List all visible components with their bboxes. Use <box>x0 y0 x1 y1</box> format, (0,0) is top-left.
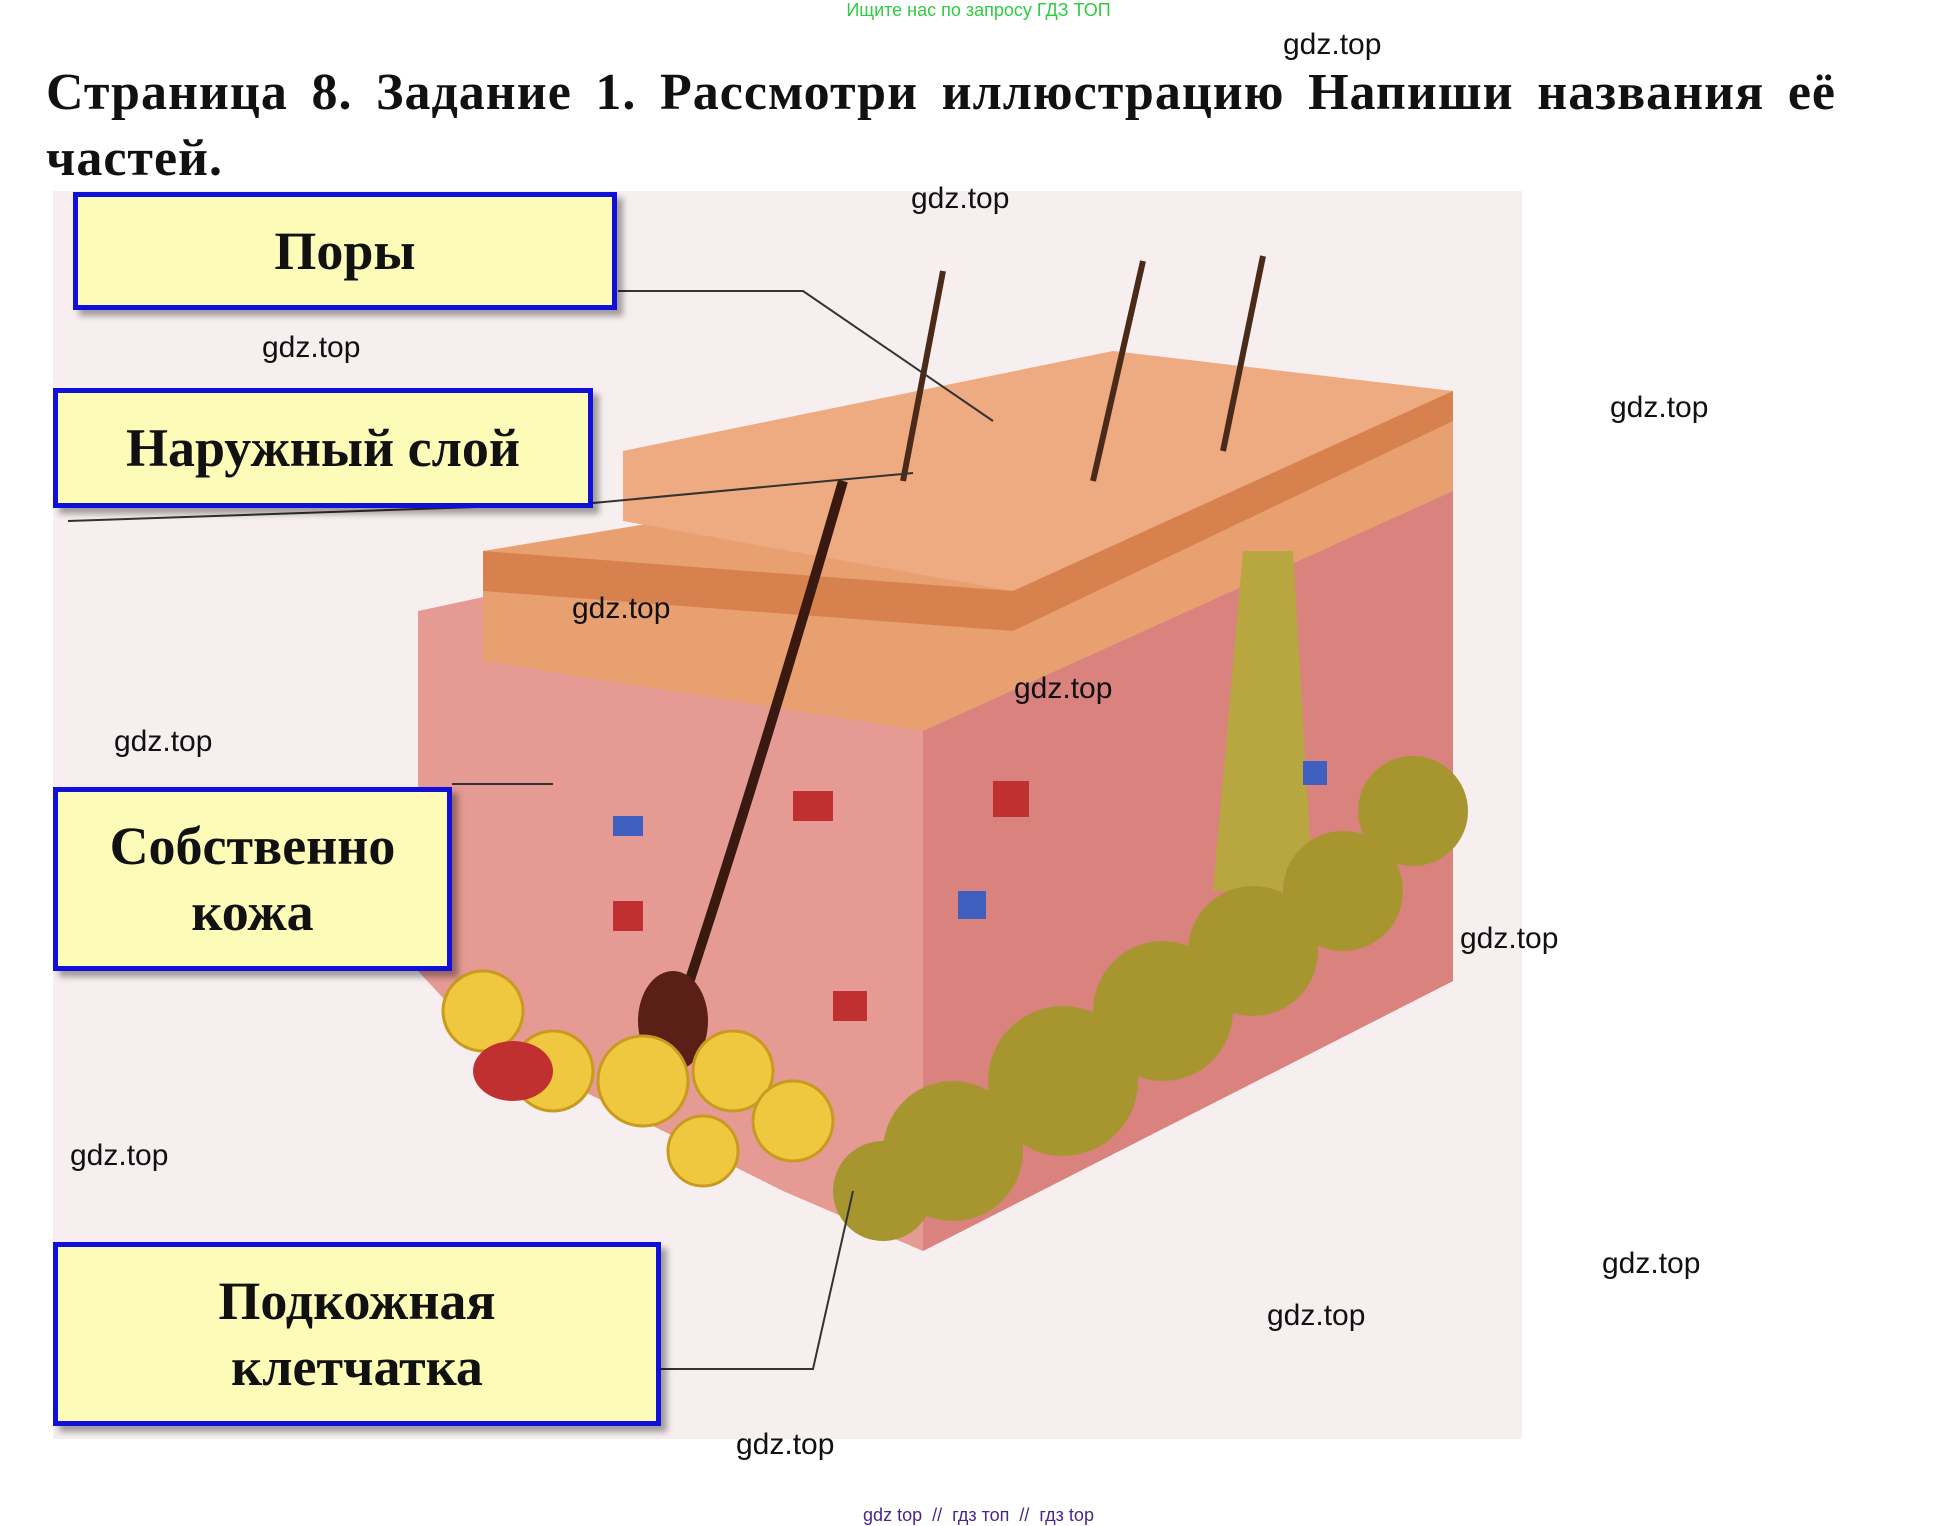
watermark: gdz.top <box>114 725 213 758</box>
watermark: gdz.top <box>572 592 671 625</box>
watermark: gdz.top <box>1267 1299 1366 1332</box>
top-search-note: Ищите нас по запросу ГДЗ ТОП <box>846 0 1111 20</box>
subcutaneous-fat <box>833 756 1468 1241</box>
watermark: gdz.top <box>736 1428 835 1461</box>
hair <box>668 479 848 1033</box>
blood-vessels <box>473 781 1029 1101</box>
watermark: gdz.top <box>1602 1247 1701 1280</box>
watermark: gdz.top <box>1610 391 1709 424</box>
label-pores: Поры <box>73 192 617 310</box>
skin-diagram <box>53 191 1522 1439</box>
label-outer-layer: Наружный слой <box>53 388 593 508</box>
watermark: gdz.top <box>70 1139 169 1172</box>
watermark: gdz.top <box>1460 922 1559 955</box>
label-dermis: Собственно кожа <box>53 787 452 971</box>
watermark: gdz.top <box>262 331 361 364</box>
watermark: gdz.top <box>1283 28 1382 61</box>
watermark: gdz.top <box>911 182 1010 215</box>
label-subcutaneous: Подкожная клетчатка <box>53 1242 661 1426</box>
footer-links: gdz top // гдз топ // гдз top <box>863 1505 1094 1525</box>
watermark: gdz.top <box>1014 672 1113 705</box>
page-title: Страница 8. Задание 1. Рассмотри иллюстр… <box>46 64 1836 187</box>
